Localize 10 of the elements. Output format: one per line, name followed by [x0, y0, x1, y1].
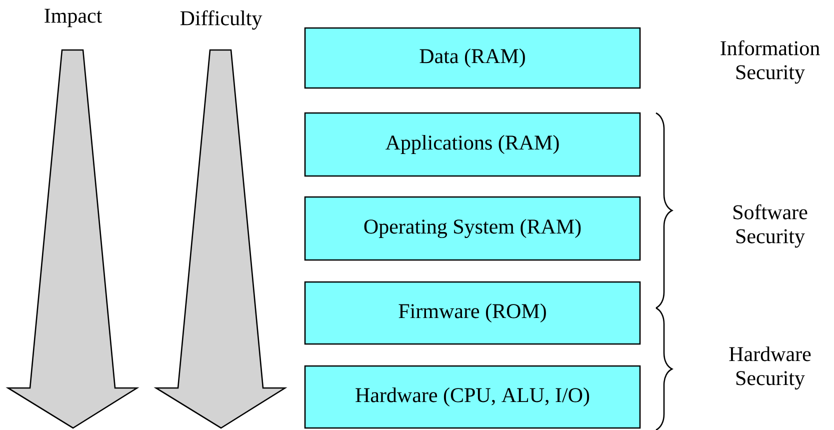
- layer-box: Applications (RAM): [304, 112, 641, 177]
- label: Hardware Security: [729, 346, 811, 390]
- label: Information Security: [720, 40, 820, 84]
- layer-box: Operating System (RAM): [304, 196, 641, 261]
- label: Impact: [44, 8, 102, 28]
- label: Software Security: [734, 204, 808, 248]
- layer-box: Data (RAM): [304, 27, 641, 89]
- layer-box: Hardware (CPU, ALU, I/O): [304, 365, 641, 429]
- layer-box: Firmware (ROM): [304, 281, 641, 345]
- label: Difficulty: [180, 10, 262, 30]
